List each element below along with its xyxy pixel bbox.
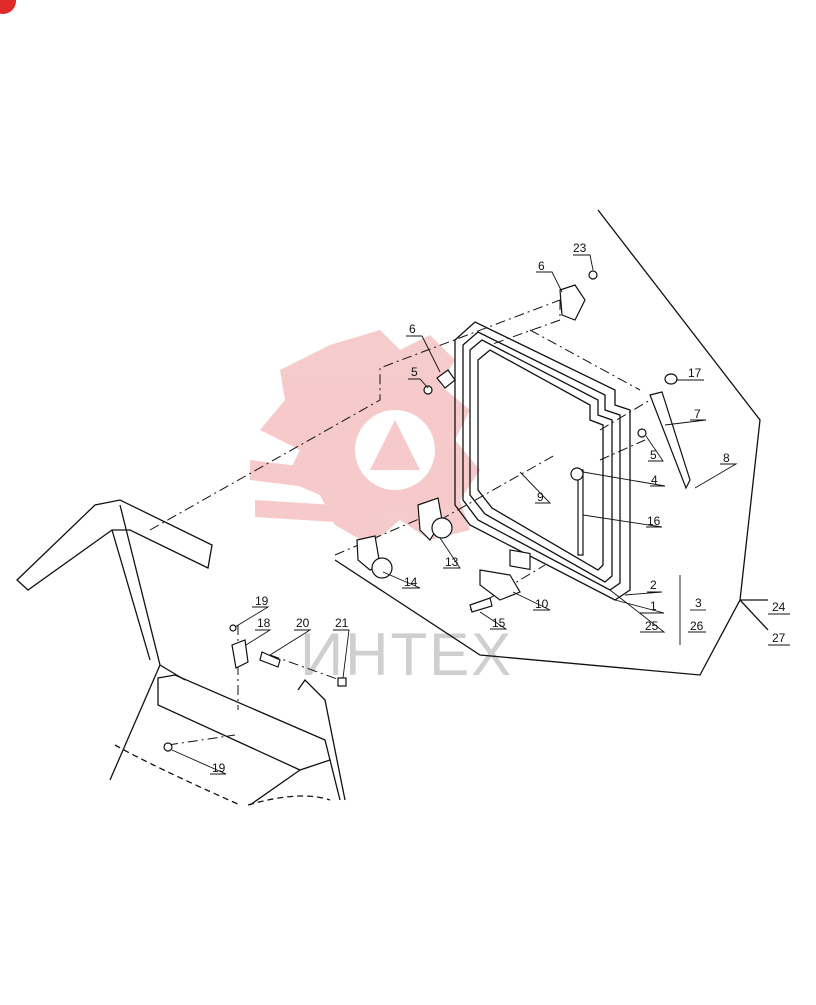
screw-part-5a	[423, 385, 433, 395]
gas-strut-part-16	[577, 469, 584, 556]
callout-1: 1	[650, 599, 657, 613]
watermark-gear-logo	[250, 330, 480, 545]
callout-3: 3	[695, 596, 702, 610]
callout-20: 20	[296, 616, 310, 630]
callout-leaders	[171, 254, 790, 775]
hinge-part-upper	[559, 284, 586, 321]
cab-outline	[16, 209, 769, 806]
callout-24: 24	[772, 600, 786, 614]
callout-17: 17	[688, 366, 702, 380]
nut-part-21	[337, 677, 347, 687]
callout-8: 8	[723, 451, 730, 465]
hinge-part-left	[436, 369, 456, 389]
ball-joint-part-4	[570, 467, 584, 481]
screw-part-19a	[229, 624, 237, 632]
callout-7: 7	[694, 407, 701, 421]
callout-21: 21	[335, 616, 349, 630]
callout-4: 4	[651, 473, 658, 487]
callout-27: 27	[772, 631, 786, 645]
callout-23: 23	[573, 241, 587, 255]
callout-25: 25	[645, 619, 659, 633]
callout-5b: 5	[650, 448, 657, 462]
bracket-part-18	[231, 639, 249, 669]
callout-13: 13	[445, 555, 459, 569]
callout-labels: 23 6 6 5 17 7 5 8 4 9 16 13 14 10 2 3 1 …	[212, 241, 786, 775]
rear-window-frame	[454, 321, 631, 601]
callout-2: 2	[650, 578, 657, 592]
callout-14: 14	[404, 575, 418, 589]
callout-6a: 6	[538, 259, 545, 273]
callout-18: 18	[257, 616, 271, 630]
bolt-part-20	[259, 651, 281, 668]
watermark-text: ИНТЕХ	[300, 621, 513, 688]
callout-6b: 6	[409, 322, 416, 336]
screw-part-5b	[637, 428, 647, 438]
motor-knob-13	[431, 517, 453, 539]
wiper-arm-part-7	[649, 391, 691, 490]
callout-19b: 19	[212, 761, 226, 775]
callout-5a: 5	[411, 365, 418, 379]
screw-part-23	[588, 270, 598, 280]
lock-knob-14	[371, 557, 393, 579]
callout-16: 16	[647, 514, 661, 528]
screw-part-19b	[163, 742, 173, 752]
handle-part-10	[479, 569, 521, 601]
callout-9: 9	[537, 490, 544, 504]
callout-10: 10	[535, 597, 549, 611]
callout-26: 26	[690, 619, 704, 633]
pin-part-15	[469, 597, 493, 613]
cap-part-17	[664, 373, 678, 385]
callout-19a: 19	[255, 594, 269, 608]
callout-15: 15	[492, 616, 506, 630]
latch-plate-part-9	[509, 549, 531, 571]
